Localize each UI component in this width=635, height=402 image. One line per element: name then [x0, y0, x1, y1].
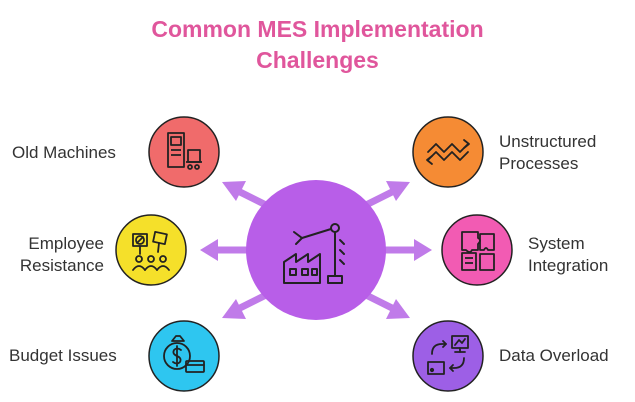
label-data-overload: Data Overload — [499, 346, 609, 365]
diagram-title: Common MES Implementation Challenges — [0, 14, 635, 76]
old-machine-icon — [167, 132, 202, 170]
node-data-overload — [412, 320, 484, 392]
label-unstructured-processes-line-1: Unstructured — [499, 132, 597, 151]
label-old-machines: Old Machines — [12, 143, 116, 162]
label-unstructured-processes-line-2: Processes — [499, 154, 579, 173]
data-transfer-icon — [427, 335, 469, 375]
node-old-machines — [148, 116, 220, 188]
label-employee-resistance-line-1: Employee — [28, 234, 104, 253]
center-hub — [246, 180, 386, 320]
arrows — [200, 181, 432, 319]
label-system-integration: System Integration — [528, 233, 608, 277]
arrow-to-system-integration — [380, 239, 432, 261]
node-unstructured-processes — [412, 116, 484, 188]
label-employee-resistance: Employee Resistance — [14, 233, 104, 277]
title-line-1: Common MES Implementation — [151, 16, 484, 42]
puzzle-pieces-icon — [461, 231, 495, 271]
node-budget-issues — [148, 320, 220, 392]
label-unstructured-processes: Unstructured Processes — [499, 131, 596, 175]
label-budget-issues: Budget Issues — [9, 346, 117, 365]
node-employee-resistance — [115, 214, 187, 286]
label-employee-resistance-line-2: Resistance — [19, 256, 104, 275]
node-system-integration — [441, 214, 513, 286]
protest-people-icon — [132, 230, 170, 271]
money-bag-icon — [163, 335, 205, 373]
arrow-to-employee-resistance — [200, 239, 252, 261]
label-system-integration-line-1: System — [528, 234, 585, 253]
chaotic-arrows-icon — [426, 139, 470, 165]
factory-robot-arm-icon — [283, 223, 345, 284]
label-system-integration-line-2: Integration — [528, 256, 609, 275]
title-line-2: Challenges — [256, 47, 379, 73]
